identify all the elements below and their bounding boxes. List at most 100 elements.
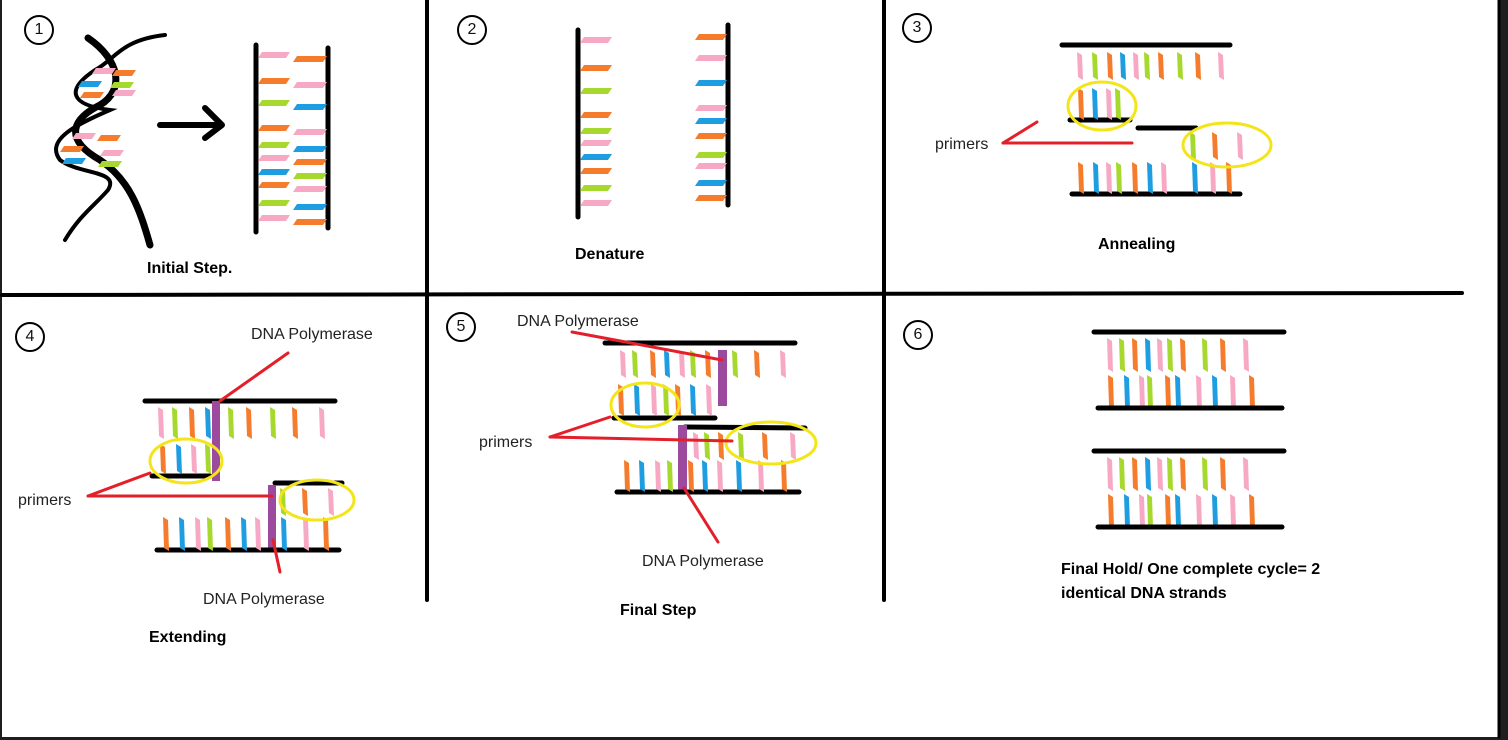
copy-1-top-base-3	[1145, 338, 1151, 372]
copy-1-bottom-base-2	[1139, 375, 1145, 409]
helix-base-9	[100, 150, 124, 156]
extend-bottom-base-5	[241, 517, 247, 551]
panel-divider-horizontal	[0, 291, 1464, 297]
arrow-head	[202, 105, 225, 141]
extend-polymerase-top	[212, 401, 220, 481]
copy-1-bottom-base-0	[1108, 375, 1114, 409]
final-bottom-base-4	[688, 460, 694, 492]
ladder-base-left-5	[258, 155, 290, 161]
extend-bottom-base-2	[195, 517, 201, 551]
final-pointer-polymerase-top	[570, 330, 724, 362]
extend-polymerase-bottom	[268, 485, 276, 550]
anneal-bottom-base-1	[1093, 162, 1099, 194]
ladder-base-left-9	[258, 215, 290, 221]
extend-pointer-polymerase-bottom	[271, 538, 282, 574]
copy-2-bottom-base-2	[1139, 494, 1145, 528]
ladder-base-right-2	[293, 104, 327, 110]
final-top-base-3	[664, 350, 670, 378]
final-bottom-base-1	[639, 460, 645, 492]
step-5-polymerase-bottom-label: DNA Polymerase	[642, 553, 764, 570]
copy-2-bottom-base-8	[1230, 494, 1236, 528]
anneal-top-base-1	[1092, 52, 1098, 80]
step-6-title-line2: identical DNA strands	[1061, 585, 1227, 602]
step-3-number-circle: 3	[902, 13, 932, 43]
anneal-top-base-2	[1107, 52, 1113, 80]
copy-2-top-base-2	[1132, 457, 1138, 491]
final-primer-right-base-2	[718, 432, 724, 460]
copy-2-bottom-base-4	[1165, 494, 1171, 528]
final-polymerase-bottom	[678, 425, 687, 490]
denatured-base-right-5	[695, 133, 727, 139]
step-3-primers-label: primers	[935, 136, 989, 153]
final-top-base-8	[754, 350, 760, 378]
step-6-number-circle: 6	[903, 320, 933, 350]
anneal-bottom-base-4	[1132, 162, 1138, 194]
denatured-base-left-5	[580, 140, 612, 146]
copy-1-top-base-7	[1202, 338, 1208, 372]
copy-2-bottom-base-7	[1212, 494, 1218, 528]
ladder-base-right-0	[293, 56, 327, 62]
extend-primer-right-base-2	[328, 488, 334, 516]
anneal-top-base-9	[1218, 52, 1224, 80]
final-top-base-6	[705, 350, 711, 378]
helix-base-6	[72, 133, 96, 139]
denatured-base-right-0	[695, 34, 727, 40]
copy-1-bottom-base-1	[1124, 375, 1130, 409]
copy-2-bottom-base-6	[1196, 494, 1202, 528]
anneal-pointer-left	[1001, 120, 1039, 145]
ladder-base-left-0	[258, 52, 290, 58]
copy-1-top-base-2	[1132, 338, 1138, 372]
denatured-base-left-4	[580, 128, 612, 134]
final-primer-right-base-5	[790, 432, 796, 460]
extend-primer-left-base-2	[191, 444, 197, 474]
final-top-base-7	[732, 350, 738, 378]
copy-1-top-base-4	[1157, 338, 1163, 372]
anneal-bottom-base-8	[1210, 162, 1216, 194]
step-3-number: 3	[912, 19, 922, 36]
helix-strand-b	[54, 33, 167, 242]
copy-1-top-base-6	[1180, 338, 1186, 372]
final-primer-left-base-5	[690, 384, 696, 416]
denatured-base-left-0	[580, 37, 612, 43]
copy-1-bottom-base-7	[1212, 375, 1218, 409]
anneal-primer-right-base-2	[1237, 132, 1243, 160]
copy-2-bottom-base-5	[1175, 494, 1181, 528]
final-primer-left-base-3	[663, 384, 669, 416]
copy-2-top-base-3	[1145, 457, 1151, 491]
step-5-number-circle: 5	[446, 312, 476, 342]
final-primer-circle-right	[724, 420, 818, 466]
helix-base-0	[92, 68, 116, 74]
extend-primer-right-base-1	[302, 488, 308, 516]
denatured-base-right-9	[695, 195, 727, 201]
ladder-base-left-1	[258, 78, 290, 84]
ladder-base-right-4	[293, 146, 327, 152]
copy-2-top-base-5	[1167, 457, 1173, 491]
final-primer-circle-left	[609, 381, 681, 429]
denatured-base-left-6	[580, 154, 612, 160]
ladder-base-left-3	[258, 125, 290, 131]
copy-1-bottom-base-9	[1249, 375, 1255, 409]
extend-top-base-4	[228, 407, 234, 439]
extend-bottom-base-3	[207, 517, 213, 551]
final-top-base-5	[690, 350, 696, 378]
anneal-primer-right-base-0	[1190, 132, 1196, 160]
final-primer-left-base-2	[651, 384, 657, 416]
final-primer-right-base-3	[738, 432, 744, 460]
anneal-primer-left-base-0	[1078, 88, 1084, 120]
step-4-title: Extending	[149, 629, 227, 646]
denatured-base-left-2	[580, 88, 612, 94]
denatured-base-left-9	[580, 200, 612, 206]
helix-base-7	[97, 135, 121, 141]
extend-bottom-base-1	[179, 517, 185, 551]
final-bottom-base-6	[717, 460, 723, 492]
final-pointer-polymerase-bottom	[682, 486, 720, 544]
ladder-base-left-8	[258, 200, 290, 206]
final-top-base-9	[780, 350, 786, 378]
anneal-primer-left-base-1	[1092, 88, 1098, 120]
ladder-base-right-6	[293, 173, 327, 179]
step-4-number: 4	[25, 328, 35, 345]
final-bottom-base-8	[758, 460, 764, 492]
copy-2-bottom-base-9	[1249, 494, 1255, 528]
copy-1-bottom-base-5	[1175, 375, 1181, 409]
